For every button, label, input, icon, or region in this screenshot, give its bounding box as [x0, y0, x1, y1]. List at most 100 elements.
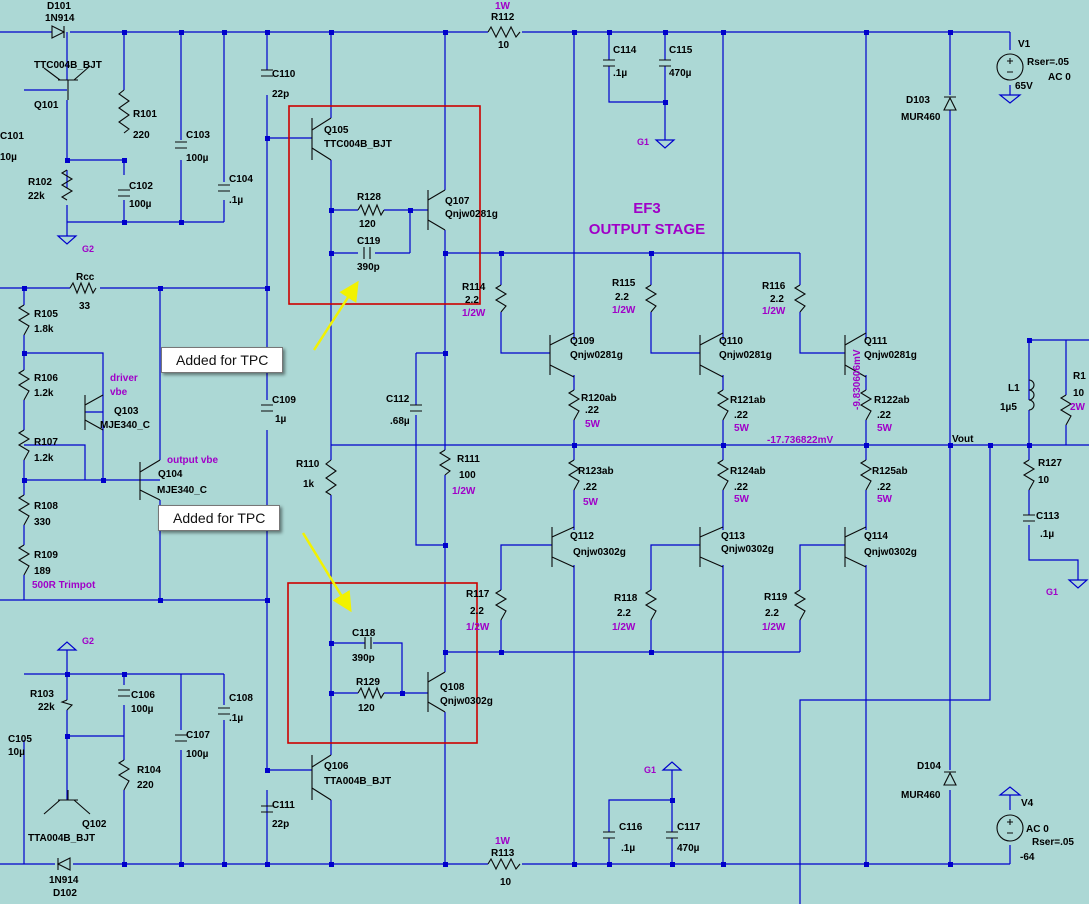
svg-text:2.2: 2.2 — [615, 292, 629, 303]
svg-text:C115: C115 — [669, 45, 693, 56]
resistor-r113 — [487, 857, 521, 871]
svg-text:R121ab: R121ab — [730, 395, 766, 406]
svg-text:R128: R128 — [357, 192, 381, 203]
svg-text:G2: G2 — [82, 636, 94, 646]
svg-text:C114: C114 — [613, 45, 637, 56]
svg-text:output vbe: output vbe — [167, 455, 219, 466]
svg-text:Qnjw0281g: Qnjw0281g — [864, 350, 917, 361]
svg-text:100µ: 100µ — [131, 704, 154, 715]
resistor-r123 — [567, 459, 581, 491]
svg-text:1k: 1k — [303, 479, 315, 490]
svg-text:1/2W: 1/2W — [462, 308, 486, 319]
resistor-r129 — [357, 686, 385, 700]
svg-text:100µ: 100µ — [186, 749, 209, 760]
ground-g2-top — [56, 235, 78, 245]
svg-text:.22: .22 — [734, 410, 748, 421]
svg-text:R107: R107 — [34, 437, 58, 448]
svg-text:.68µ: .68µ — [390, 416, 410, 427]
svg-text:.1µ: .1µ — [613, 68, 627, 79]
svg-text:V4: V4 — [1021, 798, 1034, 809]
svg-text:2.2: 2.2 — [765, 608, 779, 619]
svg-text:10µ: 10µ — [0, 152, 17, 163]
svg-text:C116: C116 — [619, 822, 643, 833]
svg-text:C101: C101 — [0, 131, 24, 142]
svg-text:100µ: 100µ — [186, 153, 209, 164]
resistor-r117 — [494, 589, 508, 621]
svg-text:R108: R108 — [34, 501, 58, 512]
svg-text:C111: C111 — [272, 800, 295, 811]
svg-text:Q109: Q109 — [570, 336, 595, 347]
svg-text:Q110: Q110 — [719, 336, 743, 347]
svg-text:390p: 390p — [357, 262, 380, 273]
resistor-r107 — [17, 429, 31, 461]
svg-text:500R Trimpot: 500R Trimpot — [32, 580, 96, 591]
resistor-r128 — [357, 203, 385, 217]
ground-g1-right — [1067, 579, 1089, 589]
svg-text:Q111: Q111 — [864, 336, 888, 347]
svg-text:Q108: Q108 — [440, 682, 465, 693]
resistor-r106 — [17, 369, 31, 401]
svg-text:Q102: Q102 — [82, 819, 107, 830]
svg-text:MUR460: MUR460 — [901, 112, 941, 123]
svg-text:.1µ: .1µ — [229, 195, 243, 206]
resistor-r122 — [859, 389, 873, 421]
svg-text:10: 10 — [500, 877, 512, 888]
resistor-r102 — [60, 169, 74, 201]
stage-title-2: OUTPUT STAGE — [589, 221, 705, 238]
svg-text:5W: 5W — [877, 423, 893, 434]
svg-text:220: 220 — [133, 130, 150, 141]
resistor-r109 — [17, 544, 31, 576]
svg-text:TTA004B_BJT: TTA004B_BJT — [28, 833, 95, 844]
svg-text:2.2: 2.2 — [470, 606, 484, 617]
svg-text:33: 33 — [79, 301, 91, 312]
svg-text:2.2: 2.2 — [465, 295, 479, 306]
svg-text:C103: C103 — [186, 130, 210, 141]
svg-text:Q103: Q103 — [114, 406, 139, 417]
svg-text:C109: C109 — [272, 395, 296, 406]
svg-text:R123ab: R123ab — [578, 466, 614, 477]
svg-text:R110: R110 — [296, 459, 320, 470]
inductor-l1 — [1028, 379, 1035, 411]
svg-text:R102: R102 — [28, 177, 52, 188]
resistor-r103 — [60, 699, 74, 711]
svg-text:R119: R119 — [764, 592, 788, 603]
svg-text:22k: 22k — [28, 191, 45, 202]
svg-text:vbe: vbe — [110, 387, 128, 398]
junctions — [22, 30, 1032, 867]
svg-text:C112: C112 — [386, 394, 410, 405]
resistor-r101 — [118, 89, 130, 134]
svg-text:MUR460: MUR460 — [901, 790, 941, 801]
wires — [0, 31, 1089, 904]
svg-text:1/2W: 1/2W — [762, 622, 786, 633]
svg-text:1µ: 1µ — [275, 414, 287, 425]
svg-text:220: 220 — [137, 780, 154, 791]
svg-text:1N914: 1N914 — [49, 875, 79, 886]
svg-text:1.2k: 1.2k — [34, 453, 54, 464]
svg-text:R117: R117 — [466, 589, 490, 600]
resistor-r108 — [17, 494, 31, 526]
svg-text:Q105: Q105 — [324, 125, 349, 136]
svg-text:Qnjw0302g: Qnjw0302g — [440, 696, 493, 707]
svg-text:C108: C108 — [229, 693, 253, 704]
svg-text:R105: R105 — [34, 309, 58, 320]
svg-text:MJE340_C: MJE340_C — [157, 485, 207, 496]
svg-text:Q112: Q112 — [570, 531, 594, 542]
svg-text:Qnjw0302g: Qnjw0302g — [864, 547, 917, 558]
source-v1 — [996, 53, 1024, 104]
callout-tpc-bottom: Added for TPC — [158, 505, 281, 531]
svg-text:1.8k: 1.8k — [34, 324, 54, 335]
svg-text:R115: R115 — [612, 278, 636, 289]
svg-text:.22: .22 — [583, 482, 597, 493]
svg-text:R114: R114 — [462, 282, 486, 293]
svg-text:390p: 390p — [352, 653, 375, 664]
svg-text:R103: R103 — [30, 689, 54, 700]
resistor-r116 — [793, 284, 807, 313]
diode-d103 — [943, 96, 957, 111]
svg-text:R1: R1 — [1073, 371, 1086, 382]
svg-text:R106: R106 — [34, 373, 58, 384]
svg-text:22k: 22k — [38, 702, 55, 713]
resistor-r104 — [117, 759, 131, 791]
resistor-r115 — [644, 284, 658, 313]
